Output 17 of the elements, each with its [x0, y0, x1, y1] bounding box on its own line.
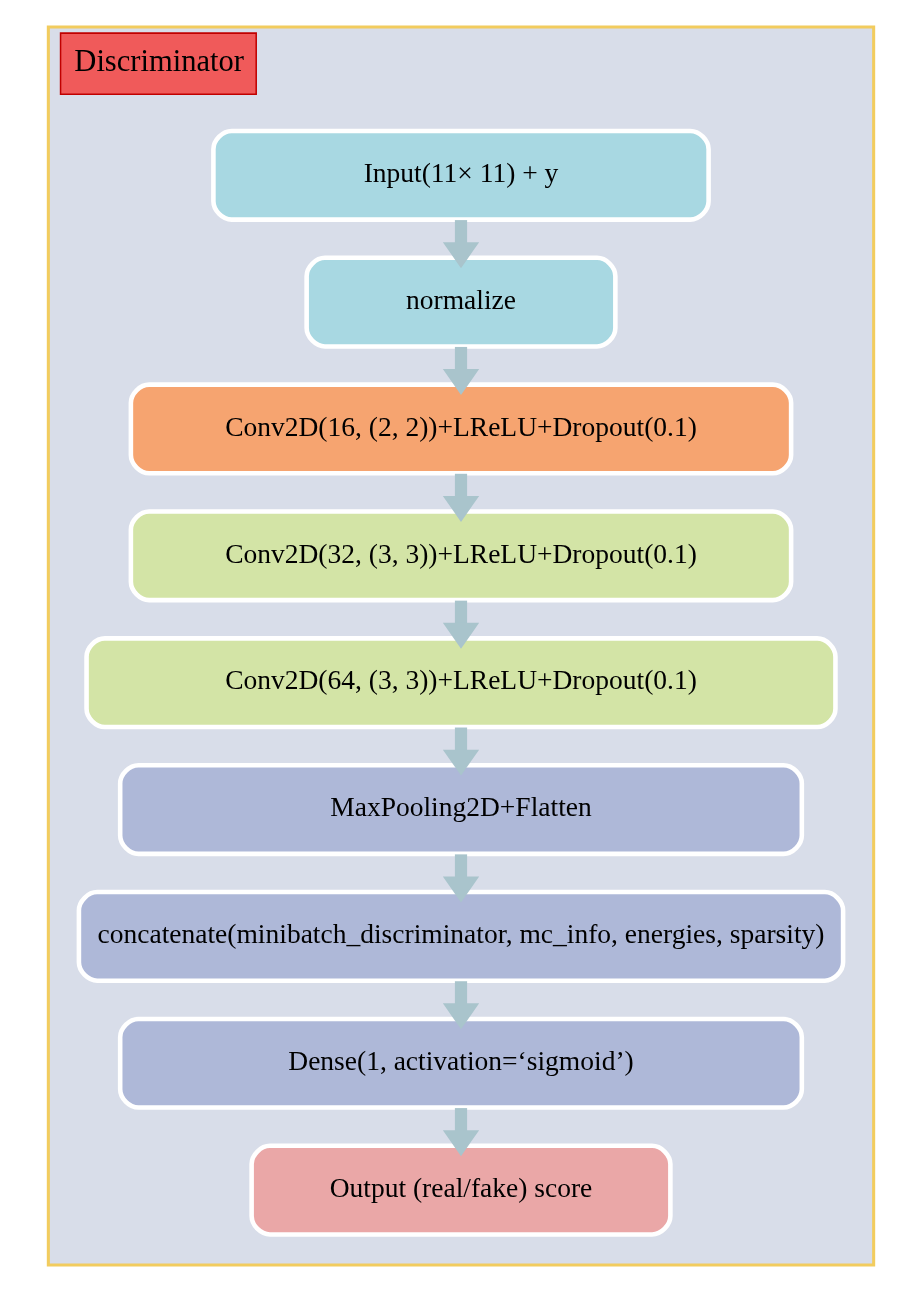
node-box: normalize [303, 255, 618, 349]
arrow [442, 220, 479, 269]
node-box: Output (real/fake) score [248, 1143, 673, 1237]
node-box: Conv2D(32, (3, 3))+LReLU+Dropout(0.1) [128, 509, 793, 603]
arrow [442, 473, 479, 522]
node-box: Input(11× 11) + y [210, 128, 711, 222]
node-box: Conv2D(64, (3, 3))+LReLU+Dropout(0.1) [83, 636, 838, 730]
node-box: Dense(1, activation=‘sigmoid’) [117, 1016, 804, 1110]
node-box: MaxPooling2D+Flatten [117, 762, 804, 857]
arrow [442, 981, 479, 1030]
arrow [442, 727, 479, 776]
arrow [442, 346, 479, 396]
node-box: Conv2D(16, (2, 2))+LReLU+Dropout(0.1) [128, 382, 793, 476]
node-box: concatenate(minibatch_discriminator, mc_info, energies, sparsity) [76, 889, 845, 983]
arrow [442, 1108, 479, 1157]
arrow [442, 854, 479, 903]
arrow [442, 600, 479, 649]
